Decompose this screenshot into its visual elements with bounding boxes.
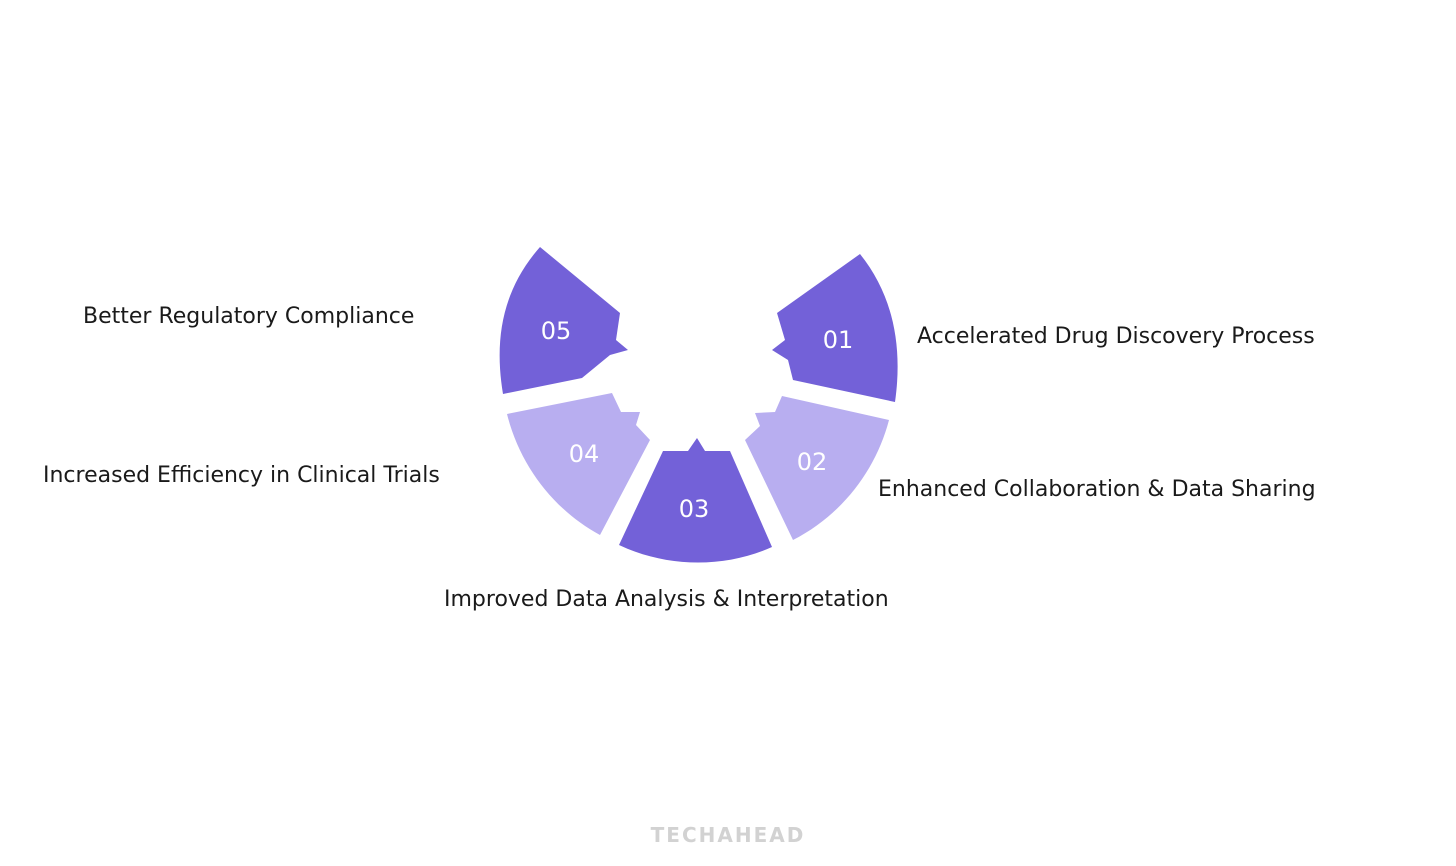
label-03: Improved Data Analysis & Interpretation [444,587,889,612]
segment-01-number: 01 [823,326,854,354]
segment-01 [772,254,898,402]
segment-05-number: 05 [541,317,572,345]
segment-02-number: 02 [797,448,828,476]
label-04: Increased Efficiency in Clinical Trials [43,463,440,488]
segment-03-number: 03 [679,495,710,523]
brand-logo: TECHAHEAD [650,823,806,847]
label-05: Better Regulatory Compliance [83,304,415,329]
label-01: Accelerated Drug Discovery Process [917,324,1315,349]
segment-05 [499,247,628,394]
segment-03 [619,438,772,563]
segment-02 [745,396,889,540]
label-02: Enhanced Collaboration & Data Sharing [878,477,1316,502]
segment-04 [507,393,650,535]
segment-04-number: 04 [569,440,600,468]
